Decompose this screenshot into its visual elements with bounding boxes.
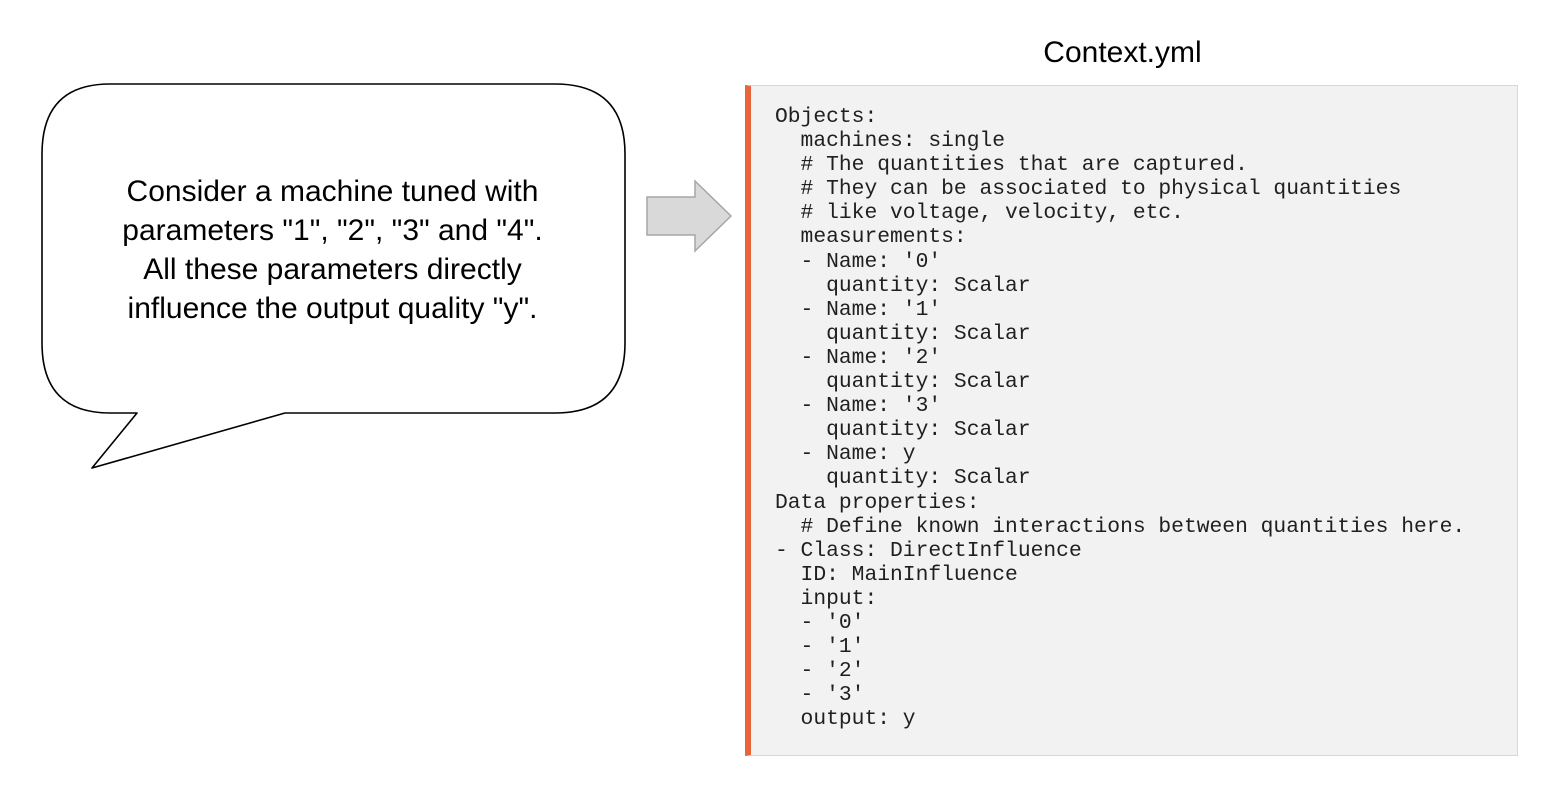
code-line: input: bbox=[775, 586, 878, 611]
code-line: - Name: '2' bbox=[775, 345, 942, 370]
code-line: machines: single bbox=[775, 129, 1006, 154]
code-line: # like voltage, velocity, etc. bbox=[775, 201, 1184, 226]
bubble-line: influence the output quality "y". bbox=[127, 292, 538, 325]
code-line: - Name: '1' bbox=[775, 297, 942, 322]
bubble-text: Consider a machine tuned with parameters… bbox=[60, 172, 605, 328]
code-line: - Name: '0' bbox=[775, 249, 942, 274]
code-line: measurements: bbox=[775, 225, 967, 250]
code-lines: Objects: machines: single # The quantiti… bbox=[775, 105, 1465, 731]
speech-bubble-shape bbox=[41, 83, 626, 469]
code-line: - '0' bbox=[775, 610, 865, 635]
code-line: quantity: Scalar bbox=[775, 370, 1031, 395]
speech-bubble bbox=[41, 83, 626, 469]
code-panel: Objects: machines: single # The quantiti… bbox=[745, 85, 1518, 756]
code-line: - '3' bbox=[775, 683, 865, 708]
file-title: Context.yml bbox=[1043, 36, 1202, 69]
bubble-line: All these parameters directly bbox=[143, 253, 522, 286]
code-line: Data properties: bbox=[775, 490, 980, 515]
code-line: quantity: Scalar bbox=[775, 273, 1031, 298]
code-line: quantity: Scalar bbox=[775, 466, 1031, 491]
code-line: - Class: DirectInfluence bbox=[775, 538, 1082, 563]
bubble-line: parameters "1", "2", "3" and "4". bbox=[122, 214, 543, 247]
code-line: output: y bbox=[775, 707, 916, 732]
code-line: quantity: Scalar bbox=[775, 321, 1031, 346]
code-line: # Define known interactions between quan… bbox=[775, 514, 1466, 539]
code-line: - Name: '3' bbox=[775, 394, 942, 419]
code-line: Objects: bbox=[775, 105, 878, 129]
code-line: - '1' bbox=[775, 635, 865, 660]
bubble-line: Consider a machine tuned with bbox=[126, 175, 539, 208]
code-line: - '2' bbox=[775, 659, 865, 684]
right-arrow-icon bbox=[646, 179, 733, 253]
code-line: - Name: y bbox=[775, 442, 916, 467]
code-line: # They can be associated to physical qua… bbox=[775, 177, 1402, 202]
code-line: # The quantities that are captured. bbox=[775, 153, 1248, 178]
code-line: quantity: Scalar bbox=[775, 418, 1031, 443]
code-line: ID: MainInfluence bbox=[775, 562, 1018, 587]
